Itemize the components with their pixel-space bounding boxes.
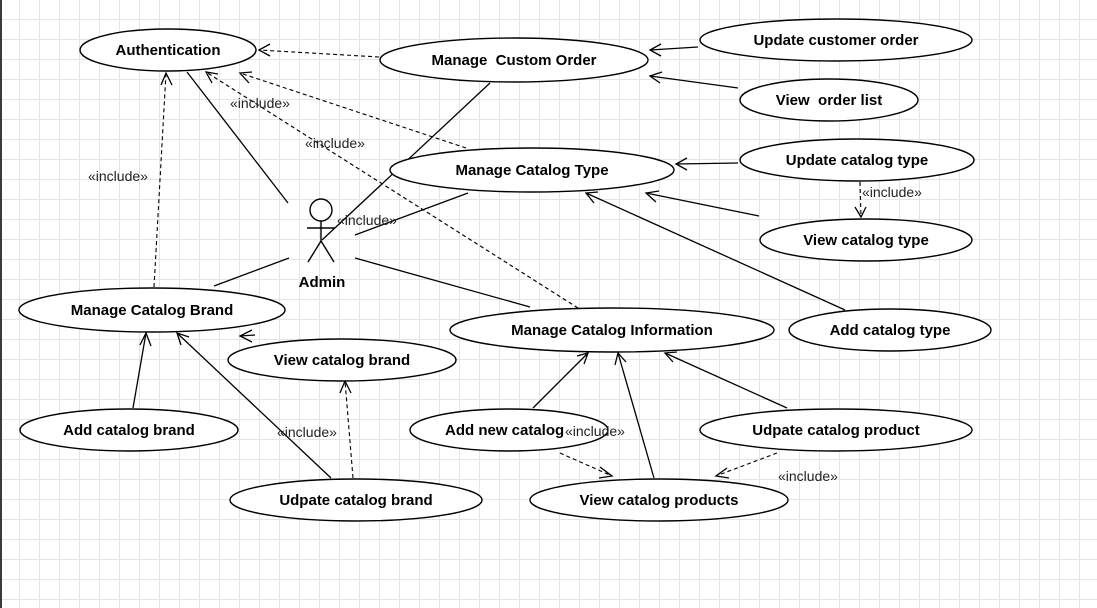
- link-update-catalog-brand[interactable]: [176, 332, 332, 479]
- link-view-catalog-type[interactable]: [645, 192, 760, 217]
- arrowhead: [139, 331, 152, 347]
- include-label: «include»: [337, 212, 397, 228]
- include-custom-order-to-authentication[interactable]: [258, 49, 380, 58]
- use-case-label: Manage Catalog Information: [511, 322, 713, 339]
- link-update-catalog-product[interactable]: [664, 352, 788, 409]
- arrowhead: [614, 351, 627, 366]
- include-label: «include»: [305, 135, 365, 151]
- use-case-view-catalog-products[interactable]: View catalog products: [529, 478, 789, 522]
- canvas-left-border: [0, 0, 2, 608]
- use-case-label: Udpate catalog brand: [279, 492, 432, 509]
- use-case-authentication[interactable]: Authentication: [79, 28, 257, 72]
- arrowhead: [648, 71, 663, 84]
- include-update-brand-to-view-brand[interactable]: [344, 380, 354, 479]
- include-label: «include»: [778, 468, 838, 484]
- use-case-label: View catalog brand: [274, 352, 410, 369]
- assoc-admin-manage-catalog-type[interactable]: [354, 192, 469, 236]
- use-case-update-catalog-brand[interactable]: Udpate catalog brand: [229, 478, 483, 522]
- include-label: «include»: [230, 95, 290, 111]
- use-case-label: Update customer order: [753, 32, 918, 49]
- use-case-label: View catalog type: [803, 232, 929, 249]
- use-case-add-catalog-brand[interactable]: Add catalog brand: [19, 408, 239, 452]
- use-case-label: Add catalog type: [830, 322, 951, 339]
- use-case-view-catalog-brand[interactable]: View catalog brand: [227, 338, 457, 382]
- actor-right-leg: [320, 240, 335, 263]
- include-labels: «include» «include» «include» «include» …: [88, 95, 922, 484]
- include-label: «include»: [88, 168, 148, 184]
- use-case-manage-custom-order[interactable]: Manage Custom Order: [379, 37, 649, 83]
- arrowhead: [714, 467, 730, 479]
- use-case-update-catalog-product[interactable]: Udpate catalog product: [699, 408, 973, 452]
- assoc-admin-manage-catalog-brand[interactable]: [213, 257, 290, 287]
- use-case-label: View order list: [776, 92, 882, 109]
- arrowhead: [663, 351, 678, 363]
- use-case-manage-catalog-information[interactable]: Manage Catalog Information: [449, 307, 775, 353]
- include-dependencies: [153, 43, 867, 479]
- include-add-new-catalog-to-view-products[interactable]: [559, 452, 613, 477]
- use-case-view-catalog-type[interactable]: View catalog type: [759, 218, 973, 262]
- arrowhead: [238, 71, 253, 84]
- use-case-view-order-list[interactable]: View order list: [739, 78, 919, 122]
- include-catalog-info-to-authentication[interactable]: [205, 71, 579, 309]
- arrowhead: [238, 329, 253, 343]
- arrowhead: [175, 331, 190, 346]
- include-label: «include»: [565, 423, 625, 439]
- arrowhead: [598, 466, 614, 479]
- assoc-admin-authentication[interactable]: [186, 71, 289, 204]
- link-add-catalog-brand[interactable]: [132, 332, 147, 409]
- use-case-label: Manage Catalog Type: [455, 162, 608, 179]
- use-case-update-customer-order[interactable]: Update customer order: [699, 18, 973, 62]
- link-view-order-list[interactable]: [649, 75, 739, 89]
- actor-left-leg: [307, 240, 322, 263]
- use-case-add-new-catalog[interactable]: Add new catalog: [409, 408, 609, 452]
- use-case-manage-catalog-type[interactable]: Manage Catalog Type: [389, 147, 675, 193]
- use-case-manage-catalog-brand[interactable]: Manage Catalog Brand: [18, 287, 286, 333]
- link-update-customer-order[interactable]: [649, 46, 699, 51]
- use-case-update-catalog-type[interactable]: Update catalog type: [739, 138, 975, 182]
- use-case-label: Add new catalog: [445, 422, 564, 439]
- link-add-new-catalog[interactable]: [532, 352, 589, 409]
- link-update-catalog-type[interactable]: [675, 162, 739, 165]
- use-case-label: Manage Catalog Brand: [71, 302, 234, 319]
- arrowhead: [644, 190, 660, 203]
- use-case-label: Add catalog brand: [63, 422, 195, 439]
- use-case-add-catalog-type[interactable]: Add catalog type: [788, 308, 992, 352]
- link-add-catalog-type[interactable]: [585, 192, 846, 311]
- include-catalog-type-to-authentication[interactable]: [239, 72, 467, 149]
- actor-admin[interactable]: Admin: [299, 198, 346, 291]
- link-view-catalog-products[interactable]: [617, 352, 655, 479]
- include-label: «include»: [862, 184, 922, 200]
- include-label: «include»: [277, 424, 337, 440]
- use-case-label: Update catalog type: [786, 152, 929, 169]
- arrowhead: [648, 43, 662, 57]
- actor-label: Admin: [299, 274, 346, 291]
- include-catalog-brand-to-authentication[interactable]: [153, 72, 167, 288]
- arrowhead: [674, 157, 688, 171]
- arrowhead: [584, 191, 599, 204]
- include-update-product-to-view-products[interactable]: [715, 452, 778, 477]
- directed-links: [132, 43, 846, 479]
- use-case-label: Udpate catalog product: [752, 422, 920, 439]
- link-view-catalog-brand-to-brand[interactable]: [239, 334, 256, 337]
- assoc-admin-manage-catalog-information[interactable]: [354, 257, 531, 308]
- use-case-label: View catalog products: [580, 492, 739, 509]
- include-update-type-to-view-type[interactable]: [859, 181, 862, 218]
- arrowhead: [854, 206, 867, 219]
- use-case-label: Manage Custom Order: [431, 52, 596, 69]
- arrowhead: [576, 352, 590, 365]
- use-case-label: Authentication: [116, 42, 221, 59]
- arrowhead: [257, 43, 271, 57]
- arrowhead: [204, 71, 219, 84]
- arrowhead: [160, 71, 173, 86]
- actor-head: [309, 198, 333, 222]
